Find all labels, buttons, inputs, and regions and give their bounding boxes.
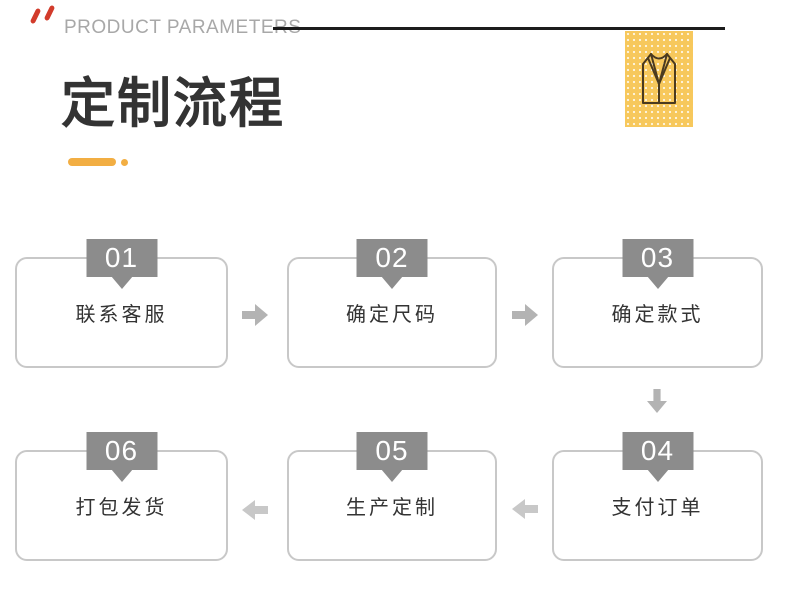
step-label: 生产定制 xyxy=(346,497,438,519)
step-number: 03 xyxy=(640,242,675,273)
step-card-05: 生产定制 05 xyxy=(287,432,497,589)
step-box: 确定尺码 xyxy=(287,257,497,368)
step-label: 确定款式 xyxy=(611,304,704,326)
step-number-badge: 02 xyxy=(356,239,428,277)
step-number: 06 xyxy=(104,435,139,466)
step-number-badge: 06 xyxy=(86,432,157,470)
step-card-06: 打包发货 06 xyxy=(15,432,228,589)
step-number: 01 xyxy=(104,242,139,273)
badge-pointer xyxy=(646,469,669,482)
step-card-04: 支付订单 04 xyxy=(552,432,763,589)
step-number-badge: 05 xyxy=(356,432,428,470)
arrow-left-icon xyxy=(512,499,538,519)
step-card-01: 联系客服 01 xyxy=(15,239,228,396)
section-title: 定制流程 xyxy=(61,74,285,134)
step-number-badge: 01 xyxy=(86,239,157,277)
header-rule xyxy=(273,27,725,30)
step-number: 02 xyxy=(375,242,409,273)
step-label: 支付订单 xyxy=(611,497,704,519)
vest-badge xyxy=(625,31,693,127)
step-number-badge: 04 xyxy=(622,432,693,470)
step-card-03: 确定款式 03 xyxy=(552,239,763,396)
step-label: 确定尺码 xyxy=(346,304,438,326)
badge-pointer xyxy=(110,276,133,289)
title-underline-dot xyxy=(121,159,128,166)
red-accent-marks xyxy=(29,4,65,25)
vest-icon xyxy=(642,53,676,104)
title-underline xyxy=(68,158,116,166)
step-number: 05 xyxy=(375,435,409,466)
step-label: 联系客服 xyxy=(75,304,168,326)
badge-pointer xyxy=(110,469,133,482)
badge-pointer xyxy=(381,276,403,289)
arrow-right-icon xyxy=(512,304,538,326)
section-eyebrow: PRODUCT PARAMETERS xyxy=(64,17,302,38)
arrow-right-icon xyxy=(242,304,268,326)
step-label: 打包发货 xyxy=(75,497,168,519)
step-card-02: 确定尺码 02 xyxy=(287,239,497,396)
step-number-badge: 03 xyxy=(622,239,693,277)
arrow-left-icon xyxy=(242,500,268,520)
badge-pointer xyxy=(381,469,403,482)
step-number: 04 xyxy=(640,435,675,466)
badge-pointer xyxy=(646,276,669,289)
